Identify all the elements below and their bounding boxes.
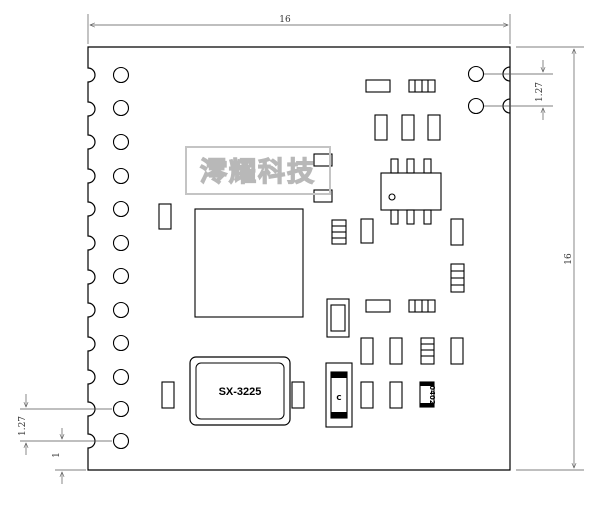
capacitor: [450, 218, 464, 246]
passive-components: [158, 79, 465, 428]
tantalum-capacitor: [325, 362, 353, 428]
polarity-band: [331, 372, 347, 378]
polarity-band: [331, 412, 347, 418]
height-label: 16: [564, 253, 574, 265]
capacitor: [427, 114, 441, 141]
pad-circle: [112, 167, 130, 185]
resistor-network: [420, 337, 435, 365]
pad-circle: [112, 267, 130, 285]
capacitor: [161, 381, 175, 409]
watermark: 澪耀科技: [185, 146, 331, 195]
capacitor: [313, 189, 333, 203]
sot-ic: [380, 158, 442, 225]
capacitor-label: C: [336, 394, 341, 402]
board-outline: [87, 46, 511, 471]
main-ic: [194, 208, 304, 318]
crystal: SX-3225: [189, 356, 291, 426]
pad-circle: [112, 400, 130, 418]
dimensions: [20, 14, 584, 484]
capacitor: [360, 337, 374, 365]
pad-circle: [112, 66, 130, 84]
pitch-left-label: 1.27: [18, 416, 28, 436]
pad-circle: [467, 97, 485, 115]
resistor: [365, 79, 391, 93]
capacitor: [450, 337, 464, 365]
capacitor: [389, 337, 403, 365]
width-label: 16: [279, 15, 291, 25]
pin1-marker: [388, 193, 396, 201]
pad-circle: [112, 432, 130, 450]
pad-circle: [112, 200, 130, 218]
capacitor: [389, 381, 403, 409]
capacitor: [360, 218, 374, 244]
right-pad-column: [467, 65, 485, 115]
pad-circle: [112, 99, 130, 117]
bottom-offset-label: 1: [52, 452, 62, 458]
pitch-right-label: 1.27: [535, 82, 545, 102]
crystal-label: SX-3225: [219, 386, 262, 398]
capacitor: [291, 381, 305, 409]
watermark-text: 澪耀科技: [200, 157, 316, 188]
capacitor: [401, 114, 415, 141]
inductor: [326, 298, 350, 338]
pad-circle: [467, 65, 485, 83]
capacitor: [313, 153, 333, 167]
left-pad-column: [112, 66, 130, 450]
pad-circle: [112, 301, 130, 319]
package-label: 0402: [428, 385, 436, 405]
capacitor: [374, 114, 388, 141]
pad-circle: [112, 334, 130, 352]
pad-circle: [112, 368, 130, 386]
capacitor: [158, 203, 172, 230]
pad-circle: [112, 133, 130, 151]
resistor: [365, 299, 391, 313]
capacitor: [360, 381, 374, 409]
pad-circle: [112, 234, 130, 252]
package-0402: 0402: [419, 381, 436, 408]
